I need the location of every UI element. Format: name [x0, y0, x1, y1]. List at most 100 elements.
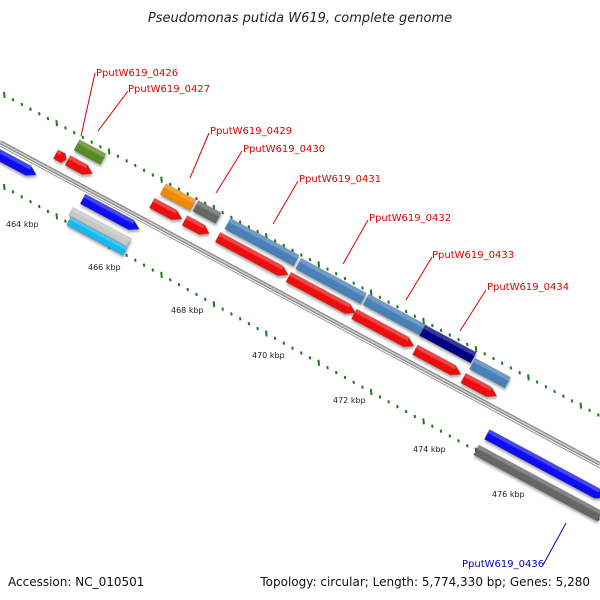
cds-blue-left-gloss: [0, 148, 32, 170]
outer-tick: [500, 361, 504, 365]
outer-tick: [238, 220, 242, 224]
cds-red-0432[interactable]: [285, 271, 358, 318]
cds-steel-0433[interactable]: [362, 293, 428, 337]
outer-tick: [29, 107, 32, 111]
inner-tick: [29, 199, 32, 204]
inner-tick: [439, 429, 443, 433]
outer-tick: [597, 413, 600, 417]
outer-tick: [326, 267, 329, 271]
gene-label-0432[interactable]: PputW619_0432: [369, 213, 451, 224]
inner-tick: [238, 317, 242, 321]
genome-backbone-edge: [0, 145, 600, 469]
leader-0436: [542, 522, 567, 566]
outer-tick: [99, 145, 102, 149]
kbp-scale-labels: 464 kbp 466 kbp 468 kbp 470 kbp 472 kbp …: [6, 220, 525, 499]
cds-cyan-466[interactable]: [66, 216, 128, 256]
outer-tick: [334, 272, 338, 276]
outer-tick: [544, 385, 548, 389]
outer-tick: [230, 215, 233, 220]
gene-label-0429[interactable]: PputW619_0429: [210, 126, 292, 137]
cds-steel-0432[interactable]: [295, 257, 367, 305]
cds-lightgray-466[interactable]: [68, 207, 132, 247]
gene-label-0433[interactable]: PputW619_0433: [432, 250, 514, 261]
inner-tick: [334, 370, 338, 375]
cds-orange-0429-shape: [159, 183, 197, 211]
inner-tick: [300, 351, 303, 355]
cds-cyan-466-gloss: [69, 216, 128, 250]
inner-tick: [37, 204, 41, 209]
cds-red-0432-gloss: [289, 272, 352, 308]
gene-label-0436[interactable]: PputW619_0436: [462, 559, 544, 570]
cds-red-0427[interactable]: [64, 155, 95, 179]
inner-tick: [369, 388, 373, 396]
cds-blue-left[interactable]: [0, 147, 39, 179]
cds-orange-0429[interactable]: [159, 183, 197, 211]
inner-tick: [422, 418, 425, 425]
cds-red-0429[interactable]: [149, 197, 184, 224]
cds-red-0433b[interactable]: [412, 344, 463, 379]
outer-tick: [64, 126, 67, 130]
gene-label-0426[interactable]: PputW619_0426: [96, 68, 178, 79]
cds-steel-0432-gloss: [299, 258, 367, 297]
cds-navy-0434-gloss: [423, 324, 477, 357]
cds-olive[interactable]: [73, 139, 107, 165]
inner-tick: [134, 258, 137, 262]
cds-gray-0436-gloss: [477, 445, 600, 515]
outer-tick: [151, 173, 155, 177]
gene-label-0434[interactable]: PputW619_0434: [487, 282, 569, 293]
cds-lightgray-466-gloss: [71, 207, 132, 242]
outer-tick: [81, 135, 85, 140]
gene-label-0430[interactable]: PputW619_0430: [243, 144, 325, 155]
inner-tick: [247, 322, 251, 326]
map-title: Pseudomonas putida W619, complete genome: [148, 11, 452, 26]
outer-tick: [465, 342, 469, 347]
inner-tick: [396, 405, 399, 409]
cds-red-0434[interactable]: [460, 372, 500, 401]
cds-blue-0436-gloss: [487, 429, 600, 493]
cds-steel-0434b[interactable]: [469, 357, 511, 389]
leader-0432: [342, 219, 369, 265]
outer-tick: [527, 374, 530, 381]
cds-red-0433-gloss: [354, 309, 410, 341]
cds-navy-0434[interactable]: [419, 324, 477, 364]
outer-tick: [439, 328, 443, 332]
label-leaders: [80, 72, 567, 566]
outer-tick: [562, 394, 565, 398]
inner-tick: [273, 336, 277, 341]
inner-tick: [387, 400, 390, 404]
cds-red-0430[interactable]: [181, 215, 212, 239]
cds-gray-0430[interactable]: [192, 200, 222, 224]
outer-tick: [300, 253, 303, 257]
inner-tick: [431, 424, 434, 428]
outer-tick: [125, 159, 128, 163]
cds-olive-shape: [73, 139, 107, 165]
accession-text: Accession: NC_010501: [8, 575, 144, 589]
outer-tick: [107, 148, 111, 155]
cds-red-0426[interactable]: [52, 149, 68, 164]
outer-tick: [509, 366, 513, 370]
kbp-label-474: 474 kbp: [413, 445, 446, 454]
inner-tick: [203, 297, 207, 301]
cds-lightgray-466-shape: [68, 207, 132, 247]
cds-blue-466[interactable]: [79, 193, 142, 234]
cds-red-0433[interactable]: [351, 308, 416, 351]
cds-orange-0429-gloss: [163, 183, 196, 204]
outer-tick: [160, 176, 163, 183]
kbp-label-468: 468 kbp: [171, 306, 204, 315]
outer-tick: [221, 210, 224, 215]
outer-tick: [422, 317, 425, 324]
outer-tick: [256, 229, 259, 234]
cds-steel-0431[interactable]: [224, 217, 300, 267]
outer-tick: [448, 333, 452, 337]
gene-label-0427[interactable]: PputW619_0427: [128, 84, 210, 95]
inner-tick: [413, 414, 417, 419]
cds-steel-0431-gloss: [228, 218, 300, 259]
leader-0433: [405, 256, 433, 301]
inner-tick: [55, 213, 59, 220]
outer-tick: [308, 258, 312, 262]
cds-red-0431[interactable]: [214, 231, 291, 280]
inner-tick: [212, 301, 216, 308]
cds-gray-0430-gloss: [196, 200, 222, 217]
inner-tick: [265, 330, 268, 337]
gene-label-0431[interactable]: PputW619_0431: [299, 174, 381, 185]
